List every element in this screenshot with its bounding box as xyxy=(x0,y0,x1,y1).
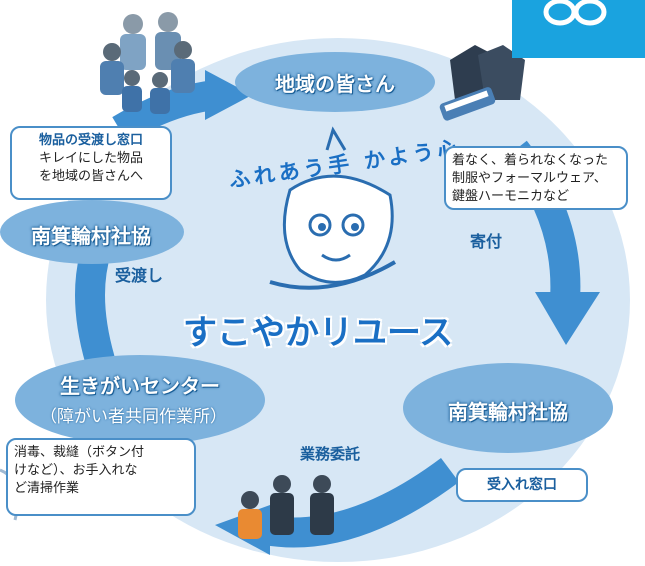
oval-community xyxy=(235,52,435,112)
work-line-1: 消毒、裁縫（ボタン付 xyxy=(14,445,145,460)
edge-donate-label: 寄付 xyxy=(470,232,503,251)
counter-line-1: キレイにした物品 xyxy=(38,151,143,166)
work-line-2: けなど）、お手入れな xyxy=(14,463,138,478)
family-illustration xyxy=(100,12,195,114)
callout-donated-items: 着なく、着られなくなった 制服やフォーマルウェア、 鍵盤ハーモニカなど xyxy=(444,146,628,210)
donated-items-illustration xyxy=(439,45,525,121)
workers-illustration xyxy=(238,475,334,539)
work-line-3: ど清掃作業 xyxy=(14,481,80,496)
counter-line-2: を地域の皆さんへ xyxy=(38,169,143,184)
items-line-1: 着なく、着られなくなった xyxy=(452,153,609,168)
reuse-loop-icon xyxy=(543,0,607,26)
edge-handover-label: 受渡し xyxy=(115,266,164,285)
oval-council-right xyxy=(403,363,613,453)
oval-center xyxy=(15,355,265,445)
node-community-label: 地域の皆さん xyxy=(275,72,395,96)
oval-council-left xyxy=(0,200,184,264)
items-line-2: 制服やフォーマルウェア、 xyxy=(452,171,607,186)
counter-title: 物品の受渡し窓口 xyxy=(38,133,143,148)
arrow-top-head xyxy=(205,70,252,120)
callout-intake-counter: 受入れ窓口 xyxy=(456,468,588,502)
callout-cleaning-work: 消毒、裁縫（ボタン付 けなど）、お手入れな ど清掃作業 xyxy=(6,438,196,516)
node-center-label: 生きがいセンター xyxy=(60,374,220,398)
intake-label: 受入れ窓口 xyxy=(487,477,557,493)
arrow-right-head xyxy=(535,292,600,345)
node-council-left-label: 南箕輪村社協 xyxy=(31,224,151,248)
node-center-sublabel: （障がい者共同作業所） xyxy=(40,407,227,427)
mascot-face-illustration xyxy=(269,126,397,290)
items-line-3: 鍵盤ハーモニカなど xyxy=(452,189,570,204)
center-title: すこやかリユース xyxy=(183,313,454,353)
edge-commission-label: 業務委託 xyxy=(300,445,361,463)
node-council-right-label: 南箕輪村社協 xyxy=(448,400,568,424)
callout-handover-counter: 物品の受渡し窓口 キレイにした物品 を地域の皆さんへ xyxy=(10,126,172,200)
